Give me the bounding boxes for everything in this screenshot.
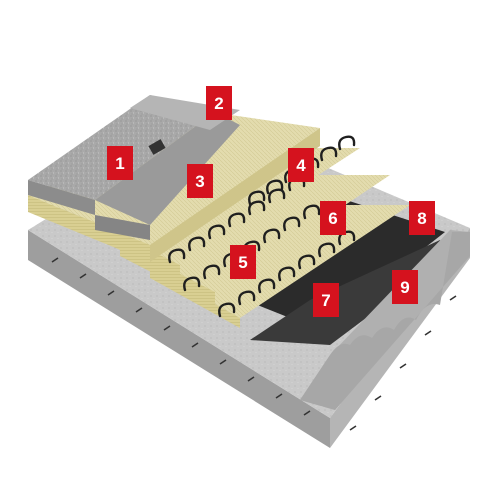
rebar-stub bbox=[191, 342, 199, 348]
rebar-stub bbox=[399, 363, 407, 369]
coil-loop bbox=[248, 190, 266, 206]
coil-loop bbox=[263, 228, 281, 244]
coil-loop bbox=[283, 216, 301, 232]
coil-loop bbox=[208, 224, 226, 240]
rebar-stub bbox=[449, 295, 457, 301]
coil-loop bbox=[183, 276, 201, 292]
rebar-stub bbox=[247, 376, 255, 382]
marker-number: 9 bbox=[400, 278, 409, 297]
marker-badge bbox=[409, 201, 435, 235]
coil-loop bbox=[320, 146, 338, 162]
rebar-stub bbox=[303, 410, 311, 416]
rebar-stub bbox=[349, 425, 357, 431]
marker-7: 7 bbox=[313, 283, 339, 317]
coil-loop bbox=[266, 179, 284, 195]
marker-badge bbox=[313, 283, 339, 317]
marker-badge bbox=[107, 146, 133, 180]
marker-9: 9 bbox=[392, 270, 418, 304]
coil-loop bbox=[248, 200, 266, 216]
cap-sheet bbox=[300, 230, 470, 410]
marker-number: 4 bbox=[296, 156, 306, 175]
rebar-stub bbox=[275, 393, 283, 399]
coil-loop bbox=[218, 302, 236, 318]
marker-number: 5 bbox=[238, 253, 247, 272]
marker-badge bbox=[288, 148, 314, 182]
rebar-stub bbox=[135, 307, 143, 313]
number-markers: 1 2 3 4 5 6 7 8 9 bbox=[107, 86, 435, 317]
marker-number: 3 bbox=[195, 172, 204, 191]
coil-loop bbox=[203, 264, 221, 280]
marker-2: 2 bbox=[206, 86, 232, 120]
marker-badge bbox=[320, 201, 346, 235]
rebar-stub bbox=[424, 330, 432, 336]
rebar-stub bbox=[107, 290, 115, 296]
marker-number: 8 bbox=[417, 209, 426, 228]
rebar-stub bbox=[219, 359, 227, 365]
coil-loop bbox=[303, 204, 321, 220]
marker-3: 3 bbox=[187, 164, 213, 198]
marker-number: 7 bbox=[321, 291, 330, 310]
marker-badge bbox=[206, 86, 232, 120]
coil-loop bbox=[258, 278, 276, 294]
coil-loop bbox=[228, 212, 246, 228]
marker-number: 1 bbox=[115, 154, 124, 173]
coil-loop bbox=[238, 290, 256, 306]
marker-4: 4 bbox=[288, 148, 314, 182]
coil-loop bbox=[188, 236, 206, 252]
rebar-stub bbox=[51, 257, 59, 263]
marker-badge bbox=[392, 270, 418, 304]
rebar-stub bbox=[79, 273, 87, 279]
marker-badge bbox=[230, 245, 256, 279]
marker-badge bbox=[187, 164, 213, 198]
coil-loop bbox=[278, 266, 296, 282]
rebar-stub bbox=[163, 325, 171, 331]
marker-8: 8 bbox=[409, 201, 435, 235]
coil-loop bbox=[298, 254, 316, 270]
coil-loop bbox=[338, 135, 356, 151]
marker-5: 5 bbox=[230, 245, 256, 279]
rebar-ends bbox=[51, 257, 457, 431]
coil-loop bbox=[268, 188, 286, 204]
marker-1: 1 bbox=[107, 146, 133, 180]
rebar-stub bbox=[374, 395, 382, 401]
marker-number: 2 bbox=[214, 94, 223, 113]
marker-number: 6 bbox=[328, 209, 337, 228]
coil-loop bbox=[318, 242, 336, 258]
marker-6: 6 bbox=[320, 201, 346, 235]
coil-loop bbox=[168, 248, 186, 264]
